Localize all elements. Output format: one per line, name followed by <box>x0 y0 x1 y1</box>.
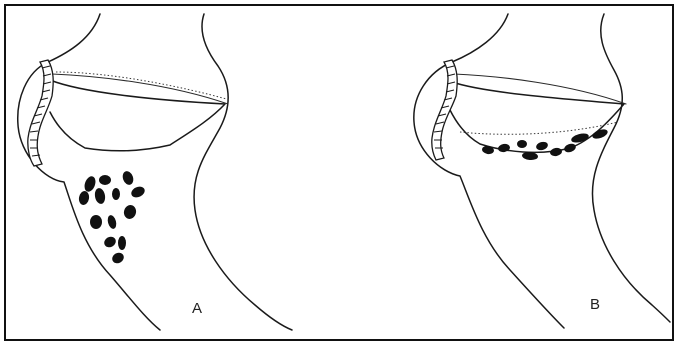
lesion <box>130 185 147 200</box>
lesion <box>549 147 562 157</box>
lesion <box>563 142 577 154</box>
lesion <box>90 215 102 229</box>
panel-b-cartilage-strip <box>432 60 457 160</box>
lesion <box>481 145 494 155</box>
lesion <box>122 204 137 221</box>
panel-b <box>414 14 670 328</box>
panel-b-epiphysis-outline <box>450 82 624 152</box>
panel-a-lesion-cluster <box>78 170 147 266</box>
lesion <box>112 188 120 200</box>
lesion <box>121 170 135 187</box>
lesion <box>78 190 90 206</box>
lesion <box>517 140 527 148</box>
lesion <box>94 187 107 204</box>
panel-b-label: B <box>590 297 600 312</box>
panel-b-joint-dotted <box>460 122 618 134</box>
lesion <box>106 214 117 230</box>
lesion <box>102 235 117 250</box>
lesion <box>535 141 549 152</box>
lesion <box>99 175 111 185</box>
panel-a-label: A <box>192 301 202 316</box>
lesion <box>570 132 589 144</box>
panel-b-right-bone-outline <box>592 14 670 322</box>
lesion <box>118 236 126 250</box>
panel-b-left-bone-outline <box>414 14 564 328</box>
panel-b-lesion-cluster <box>481 128 608 161</box>
panel-a-joint-line <box>52 74 228 104</box>
lesion <box>497 143 510 153</box>
panel-a-epiphysis-outline <box>50 80 225 151</box>
panel-a <box>18 14 292 330</box>
lesion <box>83 175 98 193</box>
lesion <box>110 251 125 266</box>
panel-a-left-bone-outline <box>18 14 160 330</box>
panel-a-right-bone-outline <box>194 14 292 330</box>
